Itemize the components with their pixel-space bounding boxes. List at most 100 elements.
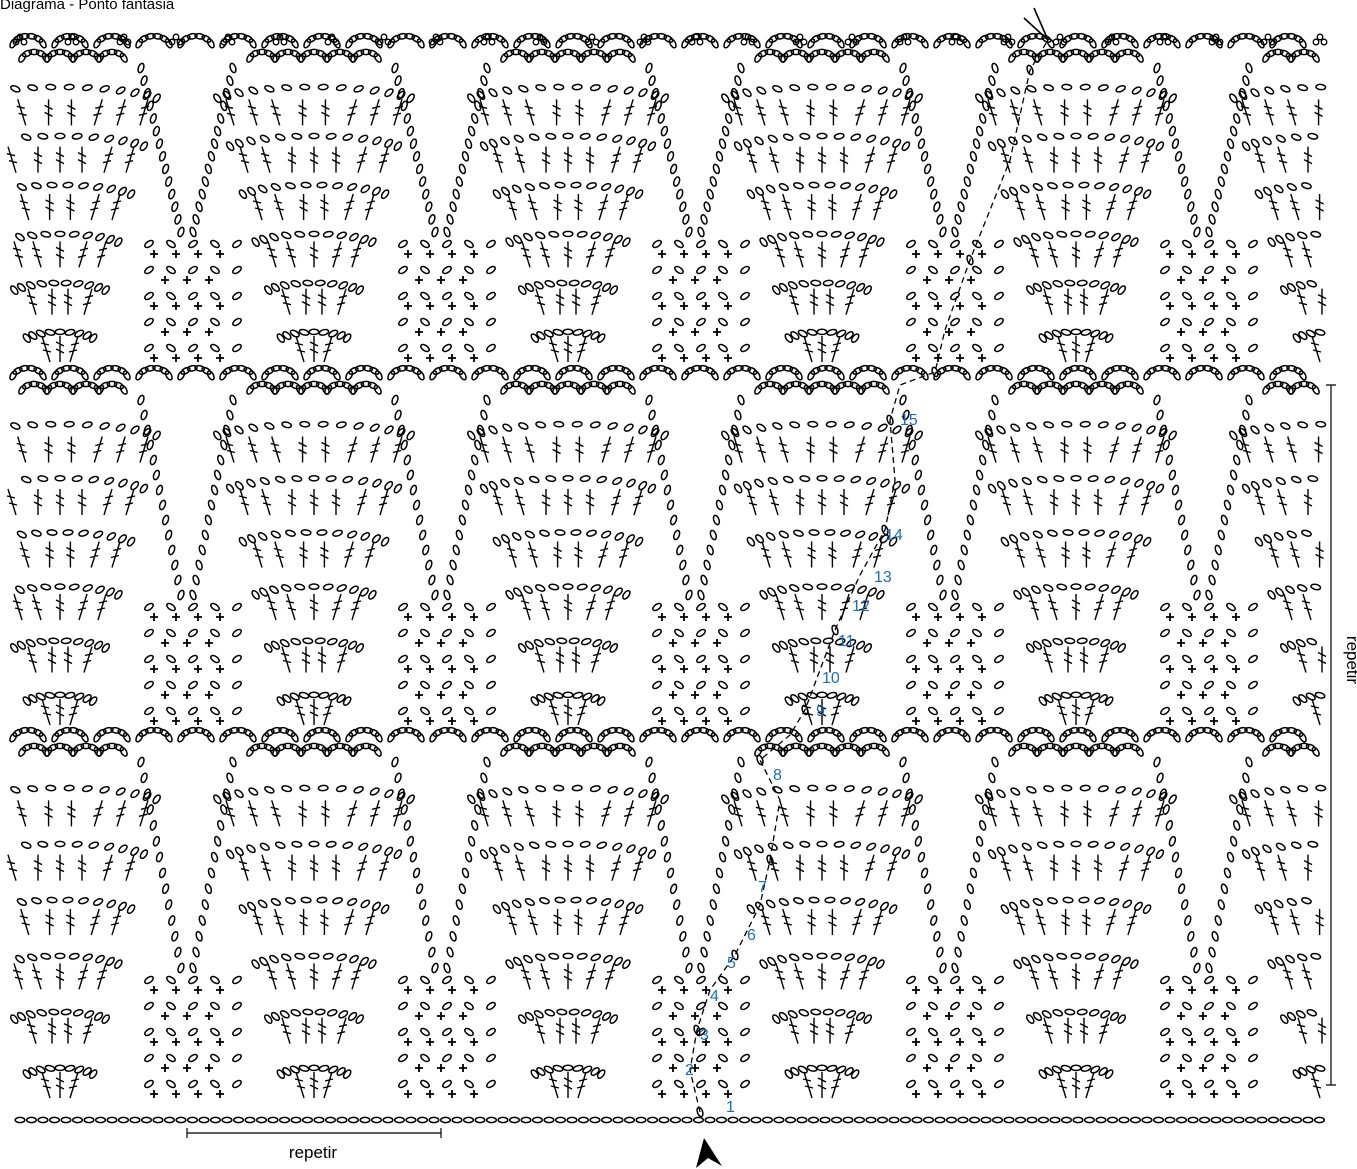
chain-stitch <box>1195 33 1205 40</box>
treble-stitch <box>48 1018 56 1044</box>
chain-stitch <box>93 182 104 191</box>
chain-stitch <box>734 75 742 86</box>
treble-stitch <box>1155 99 1165 125</box>
chain-stitch <box>299 1065 310 1073</box>
chain-stitch <box>309 953 319 958</box>
single-crochet <box>1232 717 1240 725</box>
chain-stitch <box>464 1117 474 1122</box>
chain-stitch <box>855 1117 865 1122</box>
chain-stitch <box>353 84 364 93</box>
chain-stitch <box>18 52 27 63</box>
chain-stitch <box>908 440 916 451</box>
chain-stitch <box>1043 231 1054 240</box>
chain-stitch <box>232 239 243 249</box>
chain-stitch <box>464 343 475 353</box>
treble-stitch <box>295 336 305 362</box>
chain-stitch <box>742 789 753 799</box>
chain-stitch <box>777 232 788 242</box>
chain-stitch <box>811 638 821 644</box>
single-crochet <box>945 1012 953 1020</box>
chain-stitch <box>1214 189 1222 200</box>
chain-stitch <box>1311 231 1322 238</box>
chain-stitch <box>1160 706 1171 716</box>
single-crochet <box>967 328 975 336</box>
treble-stitch <box>540 594 550 620</box>
chain-stitch <box>523 33 533 40</box>
chain-stitch <box>192 947 200 958</box>
treble-stitch <box>865 147 875 173</box>
chain-stitch <box>648 1117 658 1122</box>
treble-stitch <box>633 855 643 881</box>
chain-stitch <box>1027 727 1037 734</box>
chain-stitch <box>1308 841 1318 848</box>
chain-stitch <box>1134 478 1145 488</box>
single-crochet <box>1210 1090 1218 1098</box>
chain-stitch <box>674 628 685 638</box>
chain-stitch <box>1008 136 1019 146</box>
treble-stitch <box>601 99 611 125</box>
chain-stitch <box>645 757 653 768</box>
treble-stitch <box>20 194 30 220</box>
chain-stitch <box>718 1027 729 1037</box>
chain-stitch <box>422 545 430 556</box>
treble-stitch <box>586 489 594 515</box>
chain-stitch <box>140 772 148 783</box>
chain-stitch <box>84 1009 95 1019</box>
chain-stitch <box>657 113 665 124</box>
chain-stitch <box>336 953 347 962</box>
chain-stitch <box>1032 530 1043 539</box>
treble-stitch <box>310 336 318 362</box>
chain-stitch <box>69 231 80 238</box>
chain-stitch <box>1311 953 1322 960</box>
chain-stitch <box>674 239 685 249</box>
chain-stitch <box>1227 38 1236 49</box>
chain-stitch <box>966 883 974 894</box>
single-crochet <box>470 250 478 258</box>
single-crochet <box>194 250 202 258</box>
chain-stitch <box>1303 1117 1313 1122</box>
chain-stitch <box>1109 182 1120 191</box>
chain-stitch <box>126 189 136 200</box>
treble-stitch <box>1029 963 1039 989</box>
chain-stitch <box>652 317 663 327</box>
chain-stitch <box>950 654 961 664</box>
chain-stitch <box>126 536 136 547</box>
treble-stitch <box>1311 336 1321 362</box>
chain-stitch <box>596 841 607 849</box>
treble-stitch <box>32 963 42 989</box>
single-crochet <box>161 691 169 699</box>
treble-stitch <box>93 800 103 826</box>
chain-stitch <box>1071 1065 1081 1070</box>
chain-stitch <box>303 1009 313 1015</box>
chain-stitch <box>924 515 932 526</box>
chain-stitch <box>384 88 395 98</box>
chain-stitch <box>117 534 127 545</box>
chain-stitch <box>319 329 330 337</box>
single-crochet <box>658 665 666 673</box>
single-crochet <box>437 1064 445 1072</box>
treble-stitch <box>865 489 875 515</box>
treble-stitch <box>1316 542 1324 568</box>
chain-stitch <box>245 1117 255 1122</box>
chain-stitch <box>372 478 383 488</box>
chain-stitch <box>468 836 476 847</box>
treble-stitch <box>17 437 27 463</box>
chain-stitch <box>107 1117 117 1122</box>
treble-stitch <box>97 963 107 989</box>
chain-stitch <box>976 470 984 481</box>
chain-stitch <box>639 732 648 743</box>
chain-stitch <box>258 234 268 245</box>
chain-stitch <box>201 530 209 541</box>
chain-stitch <box>168 189 176 200</box>
chain-stitch <box>844 231 855 240</box>
treble-stitch <box>794 963 804 989</box>
chain-stitch <box>1062 785 1072 791</box>
chain-stitch <box>1178 515 1186 526</box>
chain-stitch <box>1100 1009 1111 1019</box>
treble-stitch <box>34 855 42 881</box>
chain-stitch <box>246 746 255 757</box>
chain-stitch <box>487 1117 497 1122</box>
chain-stitch <box>188 291 199 301</box>
chain-stitch <box>301 182 311 188</box>
chain-stitch <box>1101 732 1110 743</box>
